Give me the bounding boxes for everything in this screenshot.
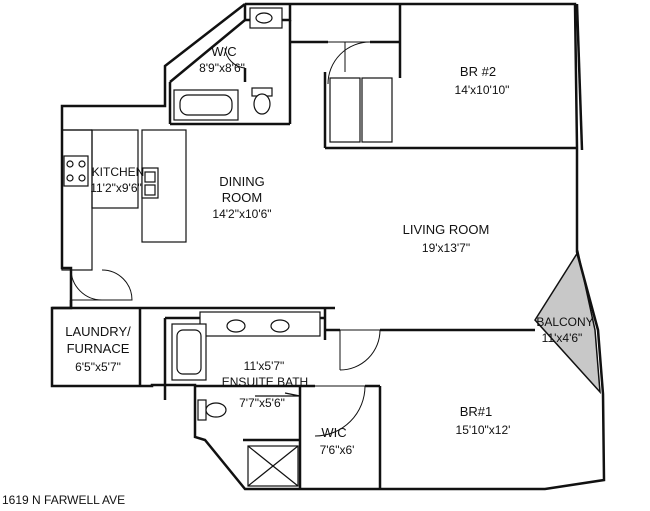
br1-dims: 15'10"x12': [456, 423, 511, 437]
address-label: 1619 N FARWELL AVE: [2, 493, 125, 507]
fixtures: [63, 7, 393, 487]
dining-name-line1: DINING: [219, 174, 265, 189]
wic-dims: 7'6"x6': [320, 443, 355, 457]
wc-name: W/C: [211, 44, 236, 59]
interior-walls: [52, 4, 577, 489]
living-name: LIVING ROOM: [403, 222, 490, 237]
exterior-wall-bevel: [575, 3, 584, 151]
kitchen-name: KITCHEN: [92, 165, 145, 179]
balcony-name: BALCONY: [536, 315, 593, 329]
laundry-name-line2: FURNACE: [67, 341, 130, 356]
room-labels: W/C 8'9"x8'6" BR #2 14'x10'10" KITCHEN 1…: [65, 44, 593, 457]
wc-dims: 8'9"x8'6": [199, 61, 245, 75]
ensuite-dims-top: 11'x5'7": [244, 359, 285, 373]
laundry-dims: 6'5"x5'7": [75, 360, 121, 374]
dining-name-line2: ROOM: [222, 190, 262, 205]
balcony-area: [534, 250, 601, 395]
laundry-name-line1: LAUNDRY/: [65, 324, 131, 339]
ensuite-dims: 7'7"x5'6": [239, 396, 285, 410]
balcony-dims: 11'x4'6": [542, 331, 583, 345]
ensuite-name: ENSUITE BATH: [222, 375, 308, 389]
doors: [70, 41, 381, 437]
dining-dims: 14'2"x10'6": [212, 207, 271, 221]
kitchen-dims: 11'2"x9'6": [90, 181, 142, 195]
br2-dims: 14'x10'10": [455, 83, 510, 97]
br2-name: BR #2: [460, 64, 496, 79]
living-dims: 19'x13'7": [422, 241, 470, 255]
br1-name: BR#1: [460, 404, 493, 419]
exterior-wall: [50, 2, 606, 491]
wic-name: WIC: [321, 425, 346, 440]
